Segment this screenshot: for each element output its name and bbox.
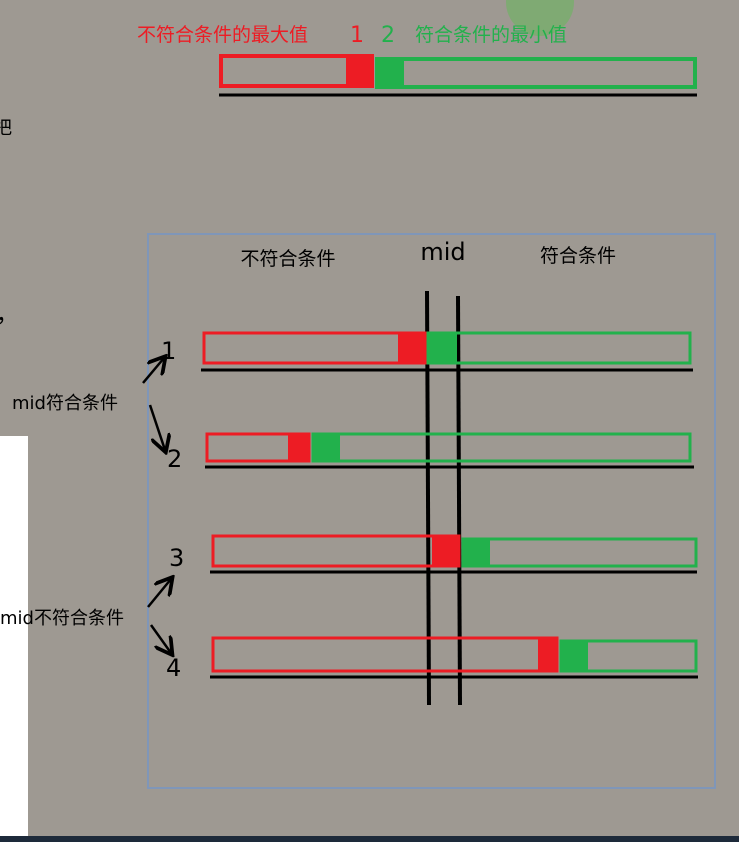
- row-2-number: 2: [167, 445, 182, 473]
- heading-ok: 符合条件: [540, 245, 616, 267]
- heading-not-ok: 不符合条件: [240, 248, 335, 270]
- left-fragment-text: 把: [0, 118, 12, 139]
- white-background-region: [0, 436, 28, 836]
- row-1-bar: [201, 331, 693, 372]
- legend-green-number: 2: [381, 23, 395, 48]
- arrows: [142, 358, 171, 653]
- legend-red-label: 不符合条件的最大值: [137, 24, 308, 46]
- legend-green-label: 符合条件的最小值: [415, 24, 567, 46]
- row-3-bar: [210, 534, 698, 574]
- heading-mid: mid: [420, 238, 465, 266]
- row-3-number: 3: [169, 544, 184, 572]
- arrow-to-4: [149, 624, 171, 653]
- mid-line-right: [456, 295, 462, 706]
- legend-red-number: 1: [350, 23, 364, 48]
- green-blob: [506, 0, 574, 36]
- taskbar-strip: [0, 836, 739, 842]
- arrow-to-3: [147, 579, 171, 608]
- group-mid-not-ok-label: mid不符合条件: [0, 608, 124, 629]
- left-fragment-comma: ，: [0, 303, 18, 328]
- arrow-to-1: [142, 358, 164, 384]
- arrow-to-2: [148, 404, 165, 450]
- diagram-panel: [147, 233, 716, 789]
- row-4-number: 4: [166, 654, 181, 682]
- legend-bar: [219, 54, 697, 97]
- row-1-number: 1: [161, 337, 176, 365]
- row-2-bar: [205, 432, 694, 469]
- row-4-bar: [210, 636, 698, 679]
- group-mid-ok-label: mid符合条件: [12, 393, 118, 414]
